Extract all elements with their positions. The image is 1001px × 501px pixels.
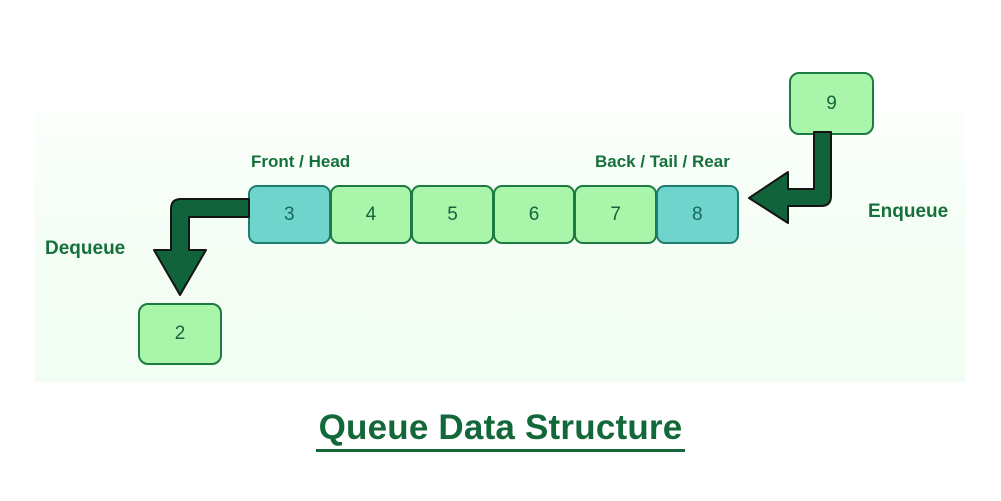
back-tail-rear-label: Back / Tail / Rear <box>595 152 730 171</box>
front-head-label: Front / Head <box>251 152 351 171</box>
page-title-text: Queue Data Structure <box>315 408 686 452</box>
queue-cell: 3 <box>248 185 331 244</box>
queue-cell: 6 <box>492 185 576 244</box>
queue-cell: 8 <box>655 185 739 244</box>
queue-cell: 7 <box>574 185 657 244</box>
enqueue-label: Enqueue <box>868 201 949 222</box>
enqueue-value-box: 9 <box>789 72 874 135</box>
dequeue-label: Dequeue <box>45 238 126 259</box>
queue-container: 3 4 5 6 7 8 <box>248 185 739 244</box>
elbow-arrow-down-left-icon <box>748 131 832 224</box>
elbow-arrow-left-down-icon <box>153 198 250 296</box>
queue-cell: 4 <box>329 185 413 244</box>
dequeue-value-box: 2 <box>138 303 222 365</box>
page-title: Queue Data Structure <box>0 408 1001 452</box>
queue-cell: 5 <box>411 185 494 244</box>
